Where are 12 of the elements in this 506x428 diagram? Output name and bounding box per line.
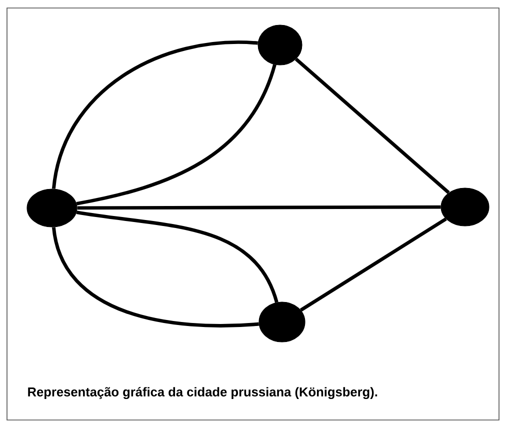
vertex [26, 188, 78, 228]
bridge-line [52, 226, 259, 328]
vertex [440, 188, 490, 226]
bridge-line [77, 205, 441, 210]
bridge-line [294, 58, 450, 194]
caption: Representação gráfica da cidade prussiana (Königsberg). [28, 386, 378, 400]
bridge-line [76, 210, 278, 303]
vertex [258, 24, 302, 66]
vertex [258, 302, 306, 342]
bridge-line [52, 40, 258, 190]
bridge-line [300, 217, 447, 312]
bridge-line [76, 64, 276, 206]
